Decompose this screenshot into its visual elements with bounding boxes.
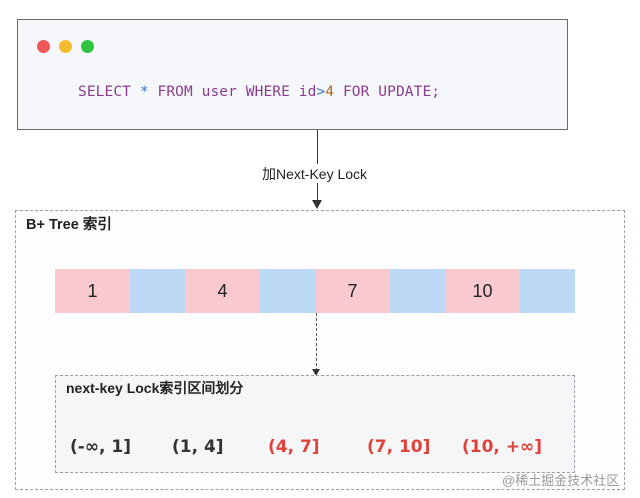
arrow-line-top xyxy=(317,130,318,164)
arrow-line-bottom xyxy=(317,183,318,201)
index-gap-cell xyxy=(260,269,315,313)
arrow-down-icon xyxy=(312,200,322,209)
minimize-dot-icon xyxy=(59,40,72,53)
index-gap-cell xyxy=(390,269,445,313)
sql-token: user xyxy=(201,84,246,100)
sql-token: 4 xyxy=(325,84,335,100)
close-dot-icon xyxy=(37,40,50,53)
sql-window: SELECT * FROM user WHERE id>4 FOR UPDATE… xyxy=(17,19,568,130)
tree-title: B+ Tree 索引 xyxy=(26,217,112,233)
sql-token: FOR UPDATE; xyxy=(334,84,441,100)
sql-statement: SELECT * FROM user WHERE id>4 FOR UPDATE… xyxy=(78,84,440,100)
sql-token: * xyxy=(139,84,158,100)
interval: (-∞, 1] xyxy=(70,437,131,457)
index-row: 1 4 7 10 xyxy=(55,269,575,313)
arrow-label: 加Next-Key Lock xyxy=(262,164,368,184)
locked-interval: (10, +∞] xyxy=(462,437,542,457)
locked-interval: (7, 10] xyxy=(367,437,431,457)
sql-token: WHERE xyxy=(245,84,299,100)
sql-token: > xyxy=(316,84,326,100)
index-key-cell: 7 xyxy=(315,269,390,313)
lock-title: next-key Lock索引区间划分 xyxy=(66,380,244,396)
dashed-connector xyxy=(316,313,317,371)
sql-token: id xyxy=(298,84,317,100)
sql-token: FROM xyxy=(157,84,202,100)
sql-token: SELECT xyxy=(78,84,140,100)
index-key-cell: 4 xyxy=(185,269,260,313)
index-key-cell: 10 xyxy=(445,269,520,313)
index-key-cell: 1 xyxy=(55,269,130,313)
index-gap-cell xyxy=(520,269,575,313)
next-key-lock-container xyxy=(55,375,575,473)
index-gap-cell xyxy=(130,269,185,313)
small-arrow-down-icon xyxy=(312,369,320,376)
interval: (1, 4] xyxy=(172,437,224,457)
locked-interval: (4, 7] xyxy=(268,437,320,457)
watermark: @稀土掘金技术社区 xyxy=(502,473,620,488)
maximize-dot-icon xyxy=(81,40,94,53)
